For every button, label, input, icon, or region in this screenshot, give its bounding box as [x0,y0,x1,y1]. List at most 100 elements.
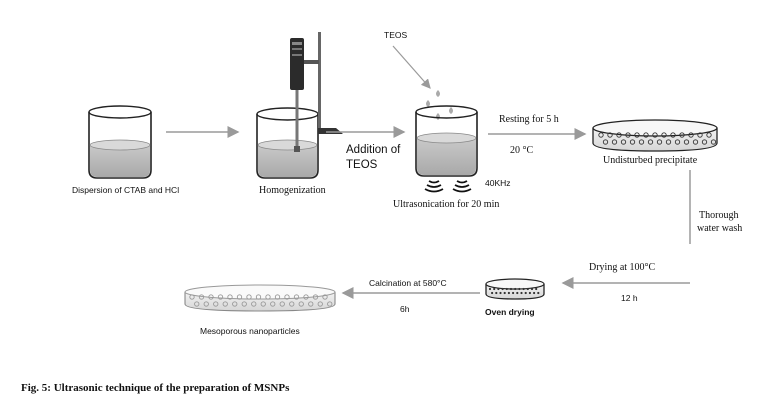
pore-dot [203,301,209,307]
pore-dot [692,139,699,145]
teos-pointer [392,45,431,89]
pore-dot [270,301,276,307]
pore-dot [488,287,492,291]
pore-dot [189,294,195,300]
mesoporous-label: Mesoporous nanoparticles [200,326,300,336]
beaker-ultrasonication [415,105,478,177]
pore-dot [217,294,224,300]
pore-dot [598,132,604,138]
petri-dish-precipitate [592,119,718,152]
oven-dish [485,278,545,300]
pore-dot [524,291,527,295]
calcination-label: Calcination at 580°C [369,278,447,288]
pore-dot [501,287,504,291]
oven-label: Oven drying [485,307,535,317]
wash-label-2: water wash [697,223,742,234]
pore-dot [616,132,622,138]
pore-dot [629,139,636,145]
pore-dot [507,291,510,295]
temperature-label: 20 °C [510,145,533,156]
pore-dot [232,301,238,307]
pore-dot [505,287,508,291]
teos-label: TEOS [384,30,407,40]
pore-dot [634,132,640,138]
pore-dot [518,287,521,291]
resting-label: Resting for 5 h [499,114,559,125]
pore-dot [327,301,333,307]
pore-dot [491,291,494,295]
pore-dot [208,294,214,300]
undisturbed-label: Undisturbed precipitate [603,155,698,166]
ultrasound-waves-icon [424,180,472,193]
pore-dot [260,301,266,307]
pore-dot [317,301,323,307]
beaker-ctab-hcl [88,105,152,179]
pore-dot [499,291,502,295]
pore-dot [503,291,506,295]
pore-dot [495,291,498,295]
pore-dot [679,132,685,138]
pore-dot [312,294,319,300]
pore-dot [322,294,328,300]
calcination-time-label: 6h [400,304,410,314]
pore-dot [528,291,532,295]
frequency-label: 40KHz [485,178,511,188]
pore-dot [526,287,529,291]
pore-dot [497,287,500,291]
pore-dot [535,287,538,291]
pore-dot [674,139,681,145]
teos-droplets-icon [426,90,453,120]
pore-dot [298,301,304,307]
pore-dot [241,301,247,307]
pore-dot [213,301,219,307]
pore-dot [308,301,314,307]
pore-dot [251,301,257,307]
drying-label: Drying at 100°C [589,262,656,273]
pore-dot [537,291,540,295]
pore-dot [274,294,281,300]
pore-dot [533,291,536,295]
pore-dot [279,301,285,307]
pore-dot [697,132,703,138]
addition-label: Addition of [346,144,401,156]
drying-time-label: 12 h [621,293,638,303]
pore-dot [647,139,654,145]
pore-dot [706,132,712,138]
pore-dot [670,132,676,138]
pore-dot [683,139,690,145]
figure-caption: Fig. 5: Ultrasonic technique of the prep… [21,382,290,394]
pore-dot [493,287,496,291]
pore-dot [602,139,609,145]
pore-dot [688,132,694,138]
pore-dot [198,294,205,300]
pore-dot [514,287,517,291]
beaker-homogenization [256,107,319,179]
pore-dot [701,139,708,145]
pore-dot [293,294,300,300]
pore-dot [611,139,618,145]
pore-dot [530,287,534,291]
pore-dot [638,139,645,145]
pore-dot [710,139,717,145]
pore-dot [656,139,663,145]
pore-dot [520,291,523,295]
beaker1-label: Dispersion of CTAB and HCl [72,185,179,195]
addition-label-teos: TEOS [346,159,378,171]
pore-dot [227,294,233,300]
pore-dot [236,294,243,300]
mesoporous-dish [184,284,336,312]
pore-dot [652,132,658,138]
pore-dot [511,291,515,295]
pore-dot [643,132,649,138]
pore-dot [284,294,290,300]
pore-dot [303,294,309,300]
pore-dot [665,139,672,145]
pore-dot [222,301,228,307]
pore-dot [516,291,519,295]
pore-dot [522,287,525,291]
pore-dot [625,132,631,138]
pore-dot [620,139,627,145]
homogenizer-device-icon [290,32,343,152]
ultrasonication-label: Ultrasonication for 20 min [393,199,499,210]
pore-dot [255,294,262,300]
